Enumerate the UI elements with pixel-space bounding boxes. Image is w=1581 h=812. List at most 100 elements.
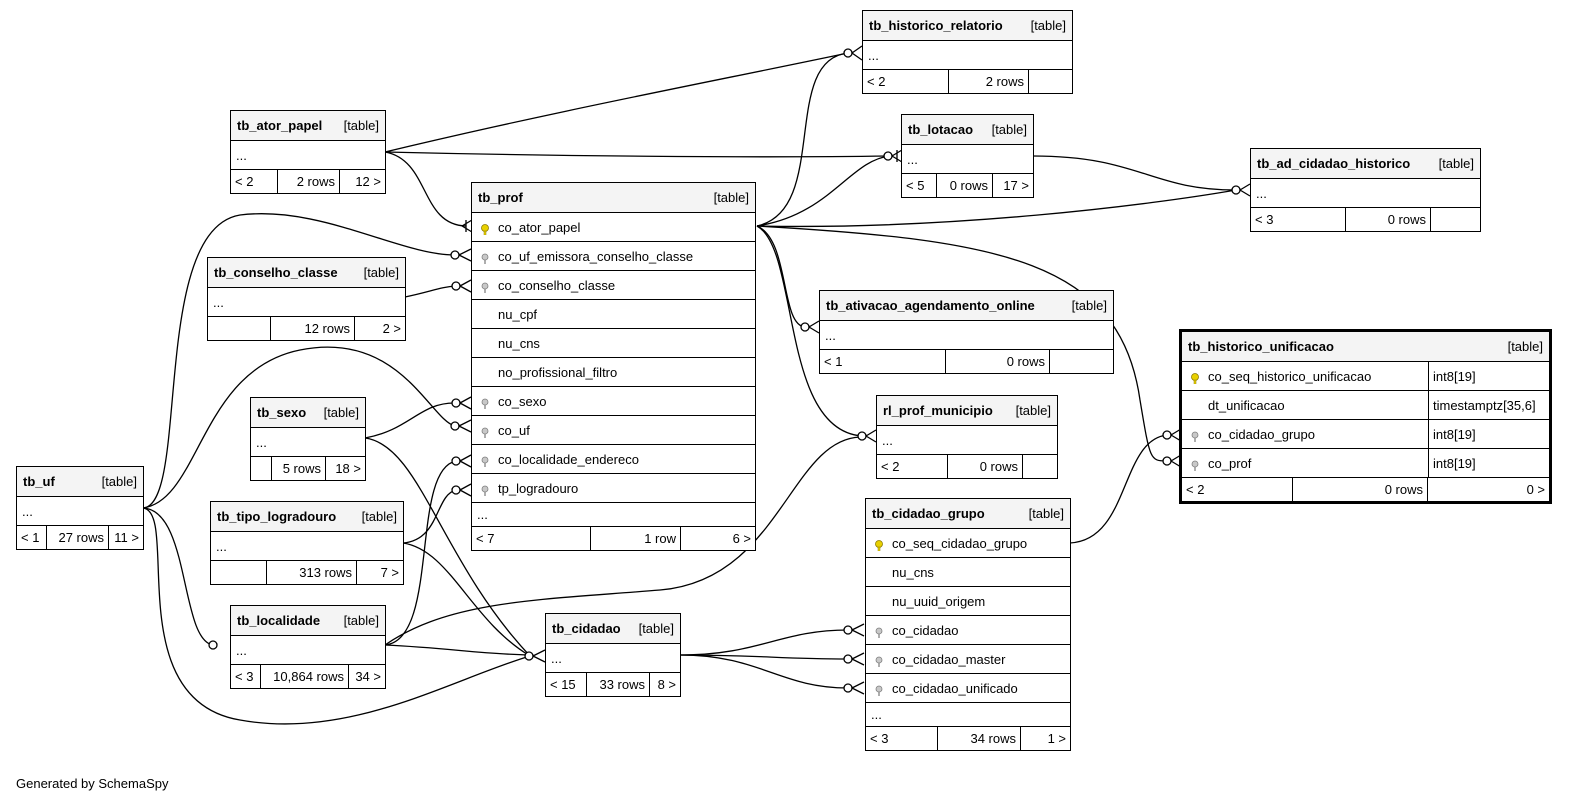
row-count: 34 rows — [937, 727, 1020, 750]
more-columns: ... — [871, 707, 882, 722]
column-name: co_seq_cidadao_grupo — [892, 535, 1028, 551]
table-type-tag: [table] — [343, 118, 379, 133]
column-name: dt_unificacao — [1208, 397, 1285, 413]
edge-cidadao-grupo-historico-unificacao — [1069, 434, 1168, 544]
more-columns: ... — [213, 294, 224, 310]
row-count: 313 rows — [266, 561, 356, 584]
column-row: co_uf_emissora_conselho_classe — [472, 241, 755, 270]
parents-count — [211, 561, 266, 584]
column-name: co_cidadao_grupo — [1208, 426, 1315, 442]
table-tb-cidadao-grupo[interactable]: tb_cidadao_grupo[table] co_seq_cidadao_g… — [865, 498, 1071, 751]
column-row: co_seq_cidadao_grupo — [866, 528, 1070, 557]
table-header: tb_lotacao [table] — [902, 115, 1033, 144]
more-columns: ... — [1256, 185, 1267, 201]
parents-count: < 3 — [1255, 212, 1274, 227]
children-count: 8 > — [649, 673, 680, 696]
children-count: 17 > — [992, 174, 1033, 197]
children-count: 7 > — [356, 561, 403, 584]
table-tb-historico-unificacao[interactable]: tb_historico_unificacao[table] co_seq_hi… — [1179, 329, 1552, 504]
edge-prof-ad-cidadao-historico — [756, 189, 1237, 228]
table-header: rl_prof_municipio[table] — [877, 396, 1057, 425]
table-name: tb_lotacao — [908, 122, 974, 137]
more-columns: ... — [825, 327, 836, 343]
foreign-key-icon — [875, 685, 883, 696]
table-type-tag: [table] — [1030, 18, 1066, 33]
table-tb-ativacao-agendamento-online[interactable]: tb_ativacao_agendamento_online[table] ..… — [819, 290, 1114, 374]
column-row: tp_logradouro — [472, 473, 755, 502]
table-type-tag: [table] — [361, 509, 397, 524]
foreign-key-icon — [875, 627, 883, 638]
parents-count: < 15 — [550, 677, 576, 692]
more-columns: ... — [256, 434, 267, 450]
children-count — [1049, 350, 1113, 373]
more-columns: ... — [216, 538, 227, 554]
foreign-key-icon — [481, 485, 489, 496]
column-row: nu_cns — [866, 557, 1070, 586]
more-columns: ... — [882, 432, 893, 448]
table-header: tb_historico_relatorio[table] — [863, 11, 1072, 40]
column-name: co_uf — [498, 422, 530, 438]
edge-cidadao-cidadao-grupo-2 — [679, 654, 849, 660]
table-header: tb_historico_unificacao[table] — [1182, 332, 1549, 361]
column-name: co_conselho_classe — [498, 277, 616, 293]
row-count: 0 rows — [936, 174, 992, 197]
table-tb-prof[interactable]: tb_prof[table] co_ator_papel co_uf_emiss… — [471, 182, 756, 551]
edge-uf-cidadao — [142, 507, 531, 725]
column-name: co_sexo — [498, 393, 547, 409]
column-row: nu_cpf — [472, 299, 755, 328]
table-type-tag: [table] — [101, 474, 137, 489]
children-count: 2 > — [354, 317, 405, 340]
parents-count: < 2 — [235, 174, 254, 189]
edge-lotacao-ad-cidadao-historico — [1032, 155, 1237, 191]
edge-localidade-rl-prof-municipio — [384, 436, 861, 646]
column-row: co_cidadao — [866, 615, 1070, 644]
row-count: 0 rows — [947, 455, 1022, 478]
table-type-tag: [table] — [363, 265, 399, 280]
edge-conselho-classe-prof — [404, 285, 457, 298]
table-header: tb_cidadao_grupo[table] — [866, 499, 1070, 528]
more-columns: ... — [551, 650, 562, 666]
row-count: 33 rows — [586, 673, 649, 696]
column-type: int8[19] — [1428, 362, 1549, 390]
edge-uf-prof-uf — [142, 346, 456, 509]
column-name: co_ator_papel — [498, 219, 581, 235]
column-type: int8[19] — [1428, 420, 1549, 448]
table-type-tag: [table] — [991, 122, 1027, 137]
edge-localidade-cidadao — [384, 644, 531, 656]
column-row: nu_cns — [472, 328, 755, 357]
column-row: co_cidadao_grupo int8[19] — [1182, 419, 1549, 448]
row-count: 1 row — [590, 527, 680, 550]
table-name: tb_cidadao_grupo — [872, 506, 985, 521]
table-header: tb_ad_cidadao_historico[table] — [1251, 149, 1480, 178]
children-count: 11 > — [108, 526, 143, 549]
table-type-tag: [table] — [713, 190, 749, 205]
table-type-tag: [table] — [1507, 339, 1543, 354]
foreign-key-icon — [481, 456, 489, 467]
edge-uf-localidade — [142, 507, 214, 646]
table-name: tb_localidade — [237, 613, 321, 628]
parents-count: < 1 — [824, 354, 843, 369]
table-header: tb_uf[table] — [17, 467, 143, 496]
children-count: 6 > — [680, 527, 755, 550]
column-name: co_cidadao_unificado — [892, 680, 1018, 696]
edge-ator-papel-prof — [384, 151, 467, 227]
table-name: rl_prof_municipio — [883, 403, 993, 418]
parents-count: < 7 — [476, 531, 495, 546]
row-count: 12 rows — [270, 317, 354, 340]
edge-prof-ativacao — [756, 225, 806, 328]
table-type-tag: [table] — [638, 621, 674, 636]
